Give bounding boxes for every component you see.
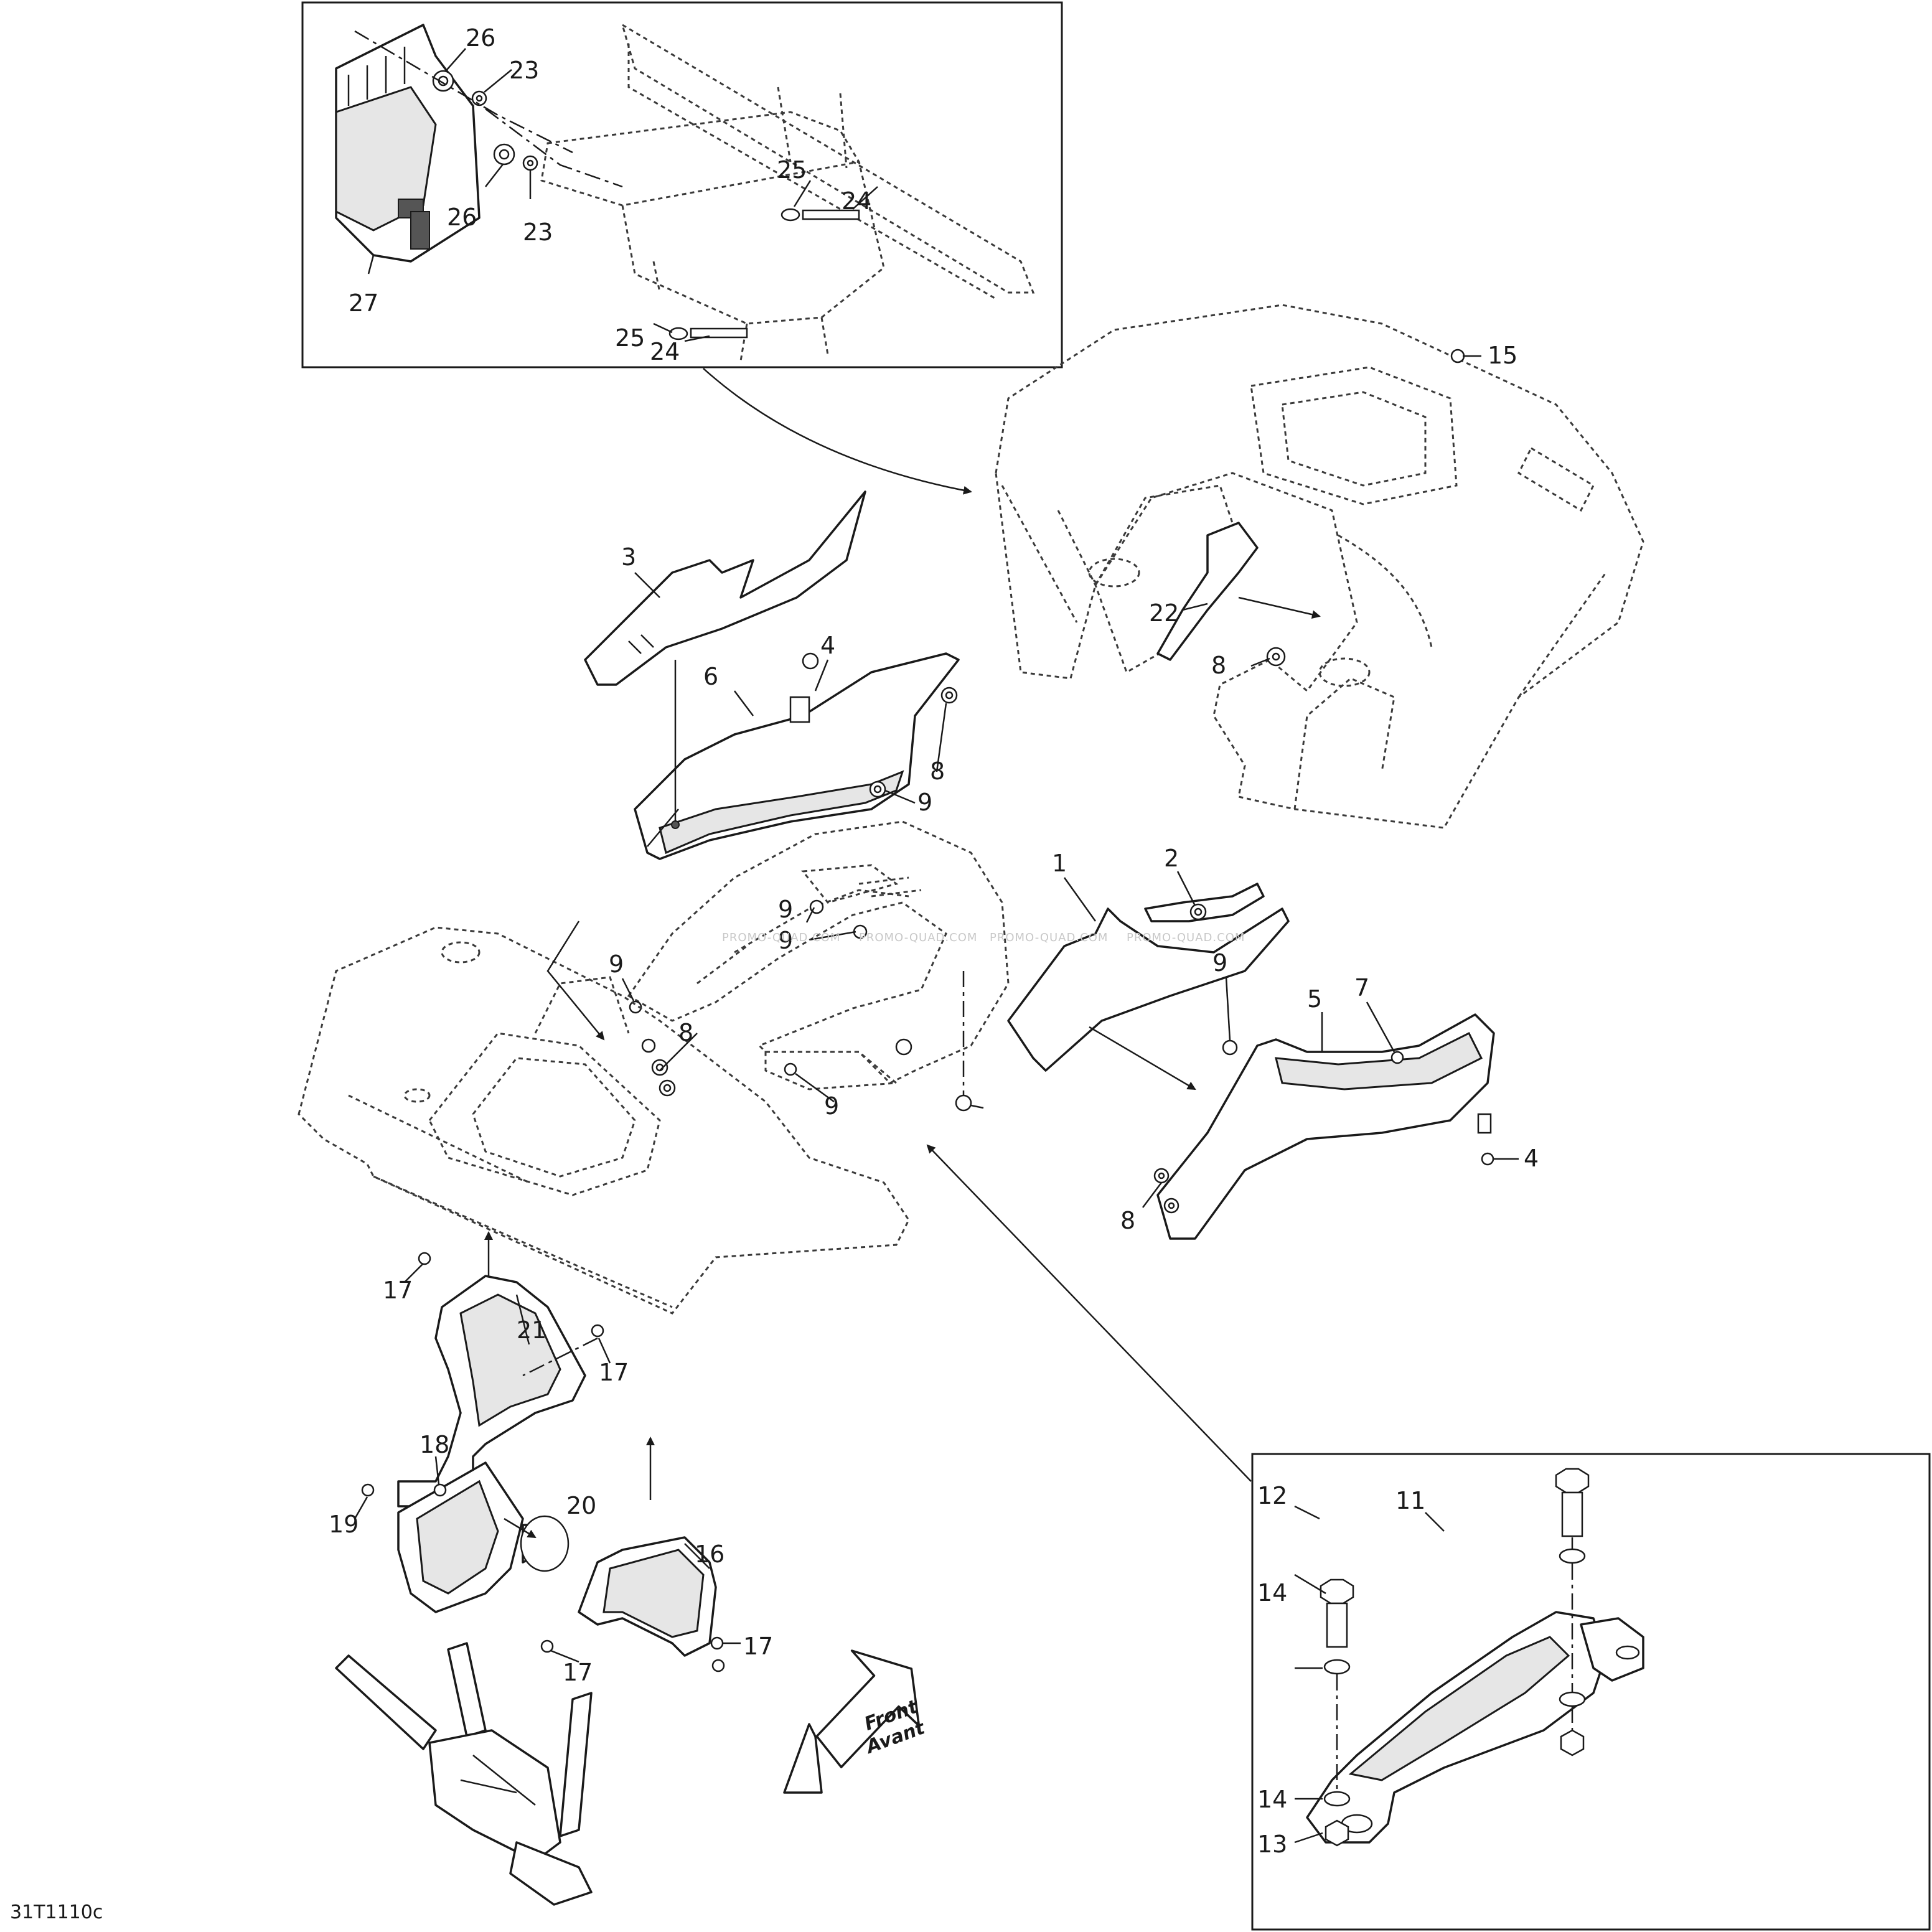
center-fender-ghost	[627, 820, 1010, 1090]
callout: 26	[466, 24, 495, 52]
callout: 20	[566, 1492, 596, 1519]
callout: 17	[563, 1659, 593, 1686]
part-22-trim	[1156, 522, 1259, 661]
callout: 12	[1257, 1482, 1287, 1509]
callout: 13	[1257, 1831, 1287, 1858]
callout: 9	[609, 950, 624, 978]
inset-front-bracket	[301, 1, 1063, 368]
callout: 15	[1488, 342, 1517, 369]
callout: 8	[1211, 652, 1226, 679]
callout: 22	[1149, 599, 1179, 627]
callout: 27	[349, 289, 378, 317]
callout: 5	[1307, 985, 1322, 1013]
callout: 23	[509, 57, 539, 84]
callout: 14	[1257, 1786, 1287, 1813]
callout: 26	[447, 204, 477, 231]
callout: 4	[1524, 1145, 1539, 1172]
watermark: PROMO-QUAD.COM	[990, 931, 1108, 944]
part-6-footwell-left	[634, 652, 960, 860]
callout: 25	[615, 324, 645, 352]
callout: 3	[621, 543, 636, 571]
callout: 16	[695, 1540, 724, 1568]
callout: 18	[420, 1431, 449, 1458]
callout: 9	[778, 927, 793, 954]
callout: 24	[650, 338, 680, 365]
callout: 9	[917, 789, 932, 816]
callout: 9	[778, 896, 793, 923]
callout: 21	[517, 1316, 546, 1344]
callout: 17	[599, 1359, 629, 1386]
rear-fender-ghost	[995, 304, 1644, 829]
inset-connector-arrow	[703, 368, 972, 495]
callout: 24	[842, 187, 871, 215]
callout: 8	[678, 1019, 693, 1046]
callout: 9	[1212, 949, 1227, 977]
watermark: PROMO-QUAD.COM	[859, 931, 977, 944]
callout: 23	[523, 218, 553, 246]
front-direction-arrow	[783, 1649, 921, 1794]
callout: 25	[777, 156, 807, 184]
watermark: PROMO-QUAD.COM	[722, 931, 840, 944]
callout: 1	[1052, 850, 1067, 877]
callout-labels: 26 23 25 24 26 23 27 25 24 15 3 22 4 6 8…	[329, 24, 1539, 1858]
callout: 19	[329, 1511, 359, 1538]
front-fender-ghost	[298, 926, 910, 1315]
callout: 6	[703, 663, 718, 690]
watermark: PROMO-QUAD.COM	[1127, 931, 1245, 944]
inset-rear-bracket	[1251, 1453, 1931, 1931]
callout: 17	[743, 1633, 773, 1660]
callout: 2	[1164, 845, 1179, 872]
reference-code: 31T1110c	[10, 1902, 103, 1923]
part-1-decal-right	[1007, 907, 1290, 1072]
callout: 14	[1257, 1579, 1287, 1606]
part-3-decal	[584, 490, 866, 686]
part-2-trim	[1144, 883, 1265, 922]
callout: 17	[383, 1277, 413, 1304]
callout: 7	[1354, 974, 1369, 1001]
callout: 11	[1395, 1487, 1425, 1514]
callout-leaders	[354, 572, 1519, 1663]
steering-assembly	[335, 1642, 593, 1906]
callout: 4	[820, 632, 835, 659]
callout: 8	[1120, 1207, 1135, 1234]
